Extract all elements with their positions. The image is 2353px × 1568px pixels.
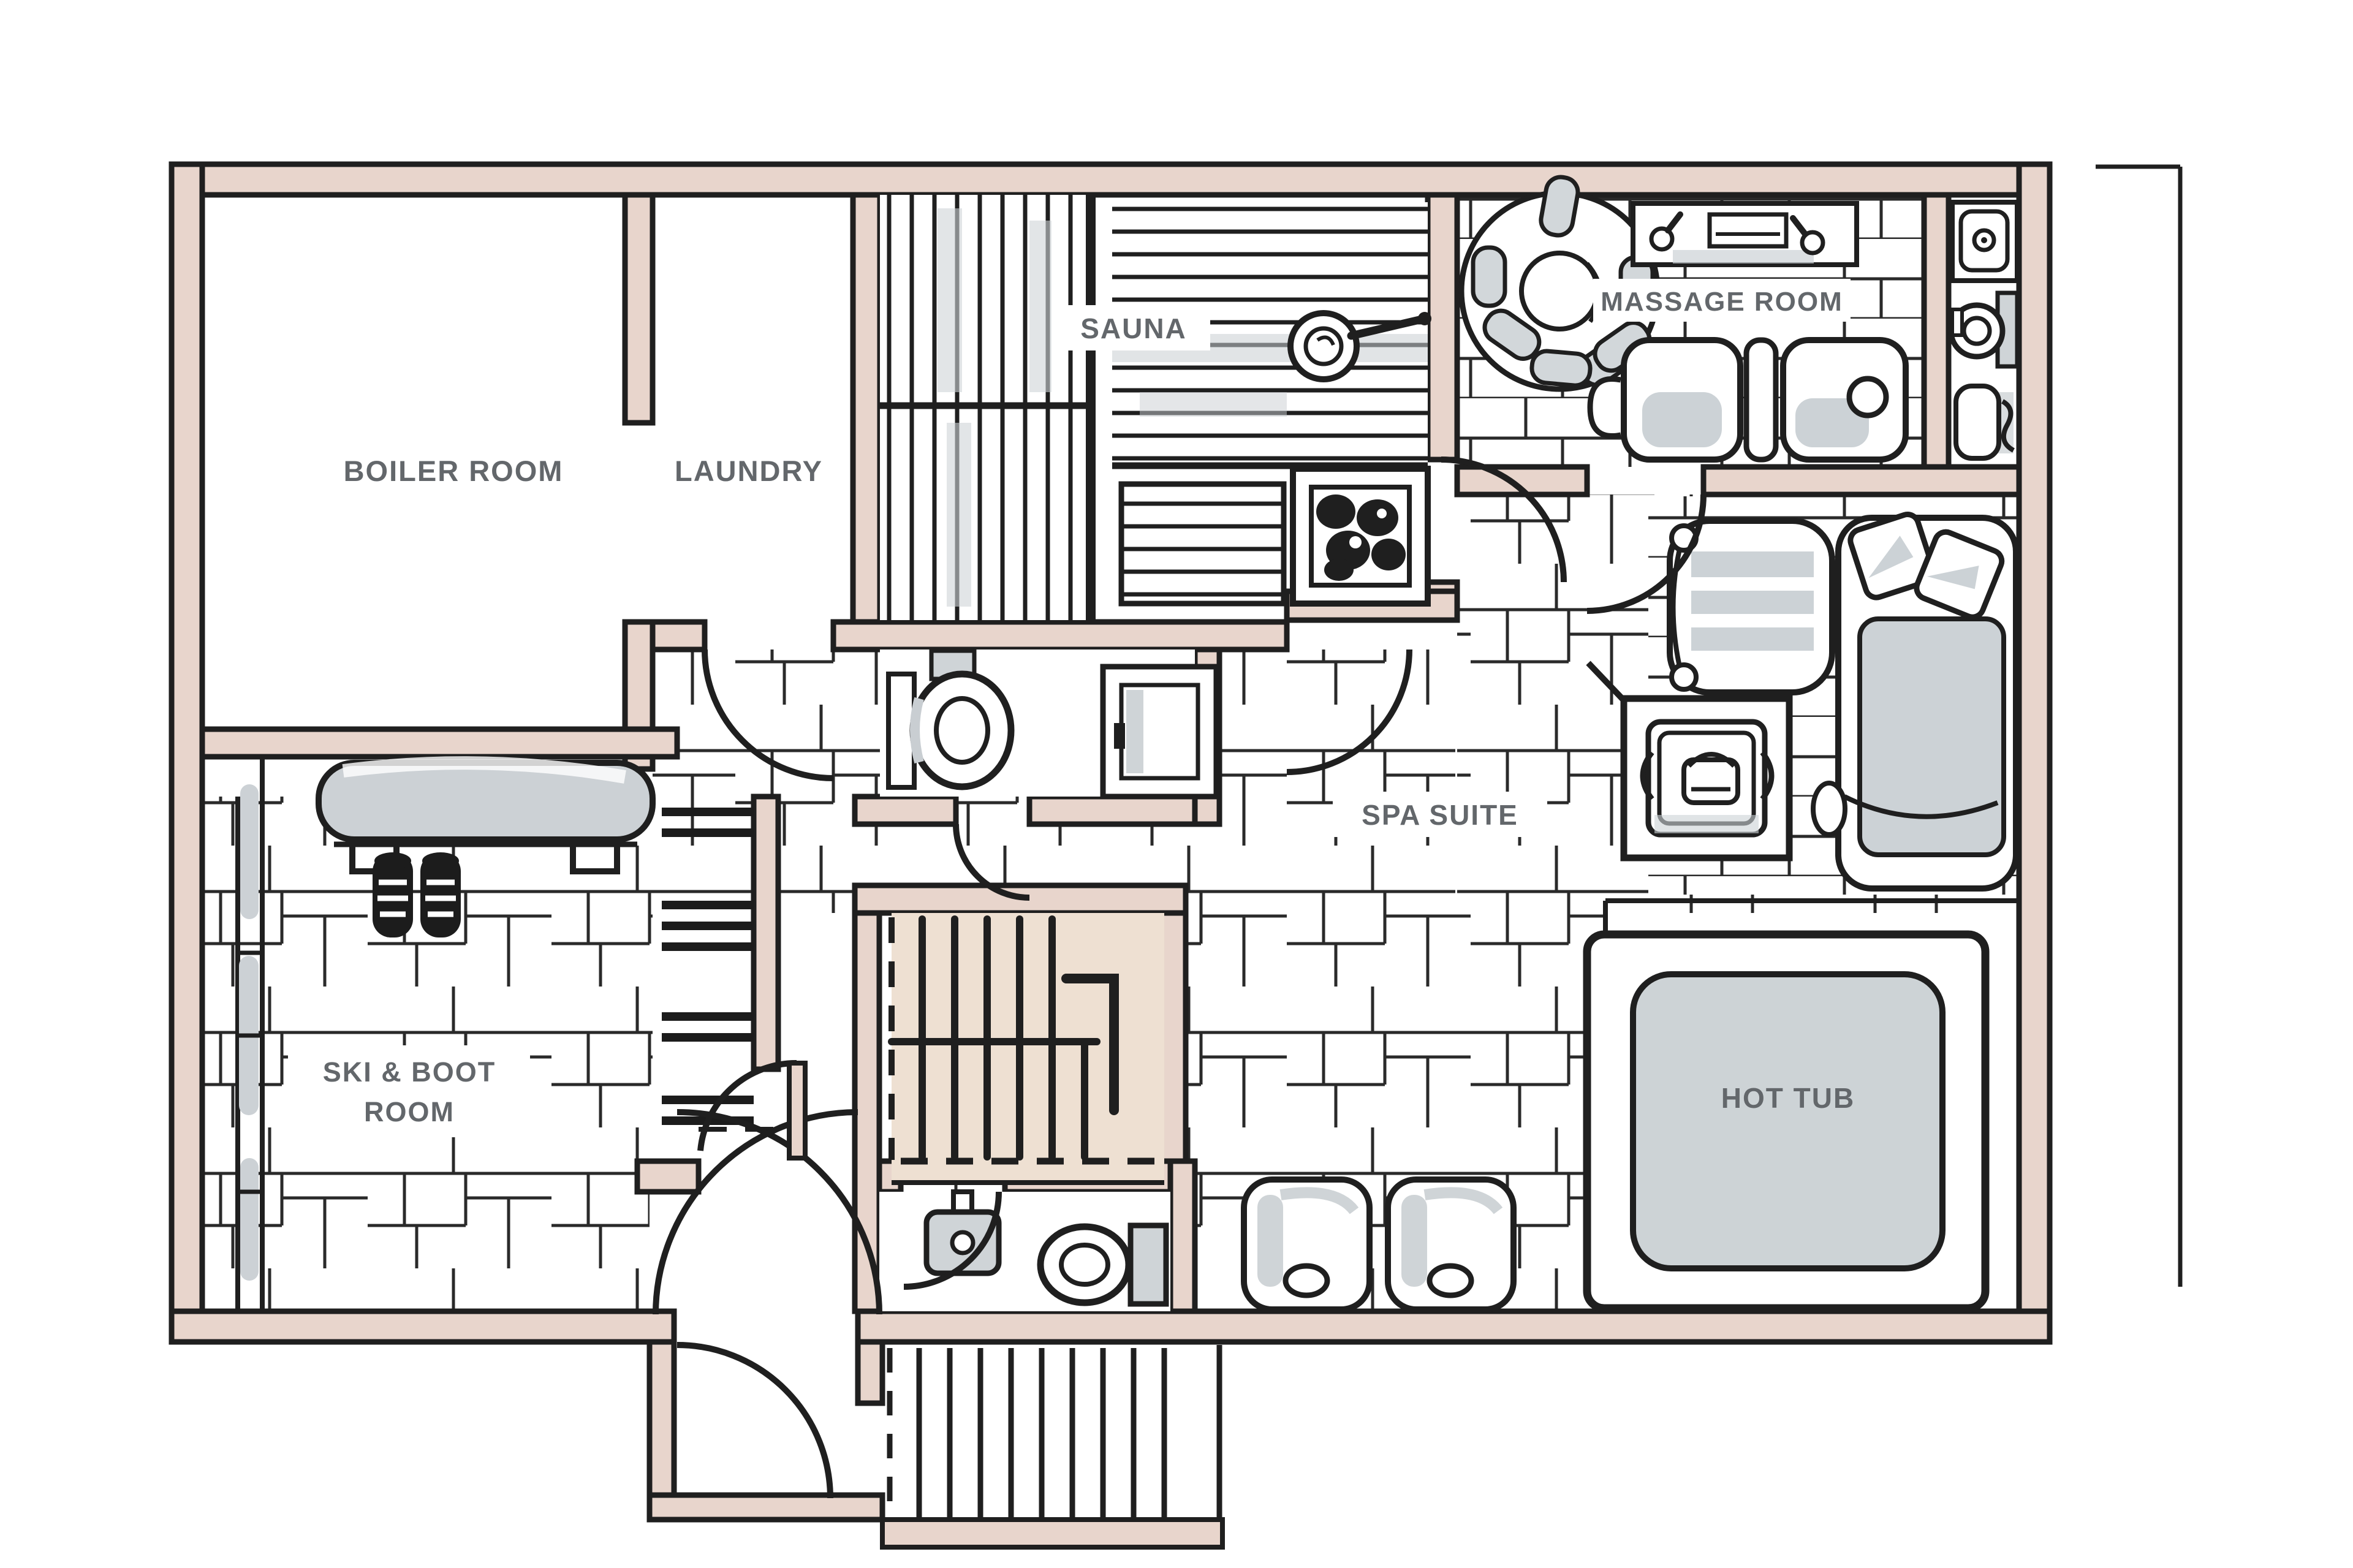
- oil-bottle-shelf-icon: [1631, 201, 1859, 267]
- wall-ski-door-stub: [634, 1158, 702, 1195]
- wall-ski-hall: [751, 793, 781, 1072]
- massage-wc-fixtures: [1948, 200, 2020, 461]
- sauna-lower-bench: [1118, 481, 1287, 607]
- wall-massage-wc: [1921, 192, 1952, 470]
- ski-boot-label-patch: [288, 1045, 530, 1137]
- spa-suite-label-patch: [1333, 792, 1547, 837]
- sauna-label-patch: [1057, 305, 1210, 350]
- wall-vestibule-south: [646, 1492, 885, 1523]
- oil-bottle-icon: [1790, 215, 1825, 256]
- wall-vestibule-east-jamb: [855, 1339, 885, 1406]
- ski-drip-channel: [235, 758, 265, 1311]
- sink-icon: [923, 1189, 1002, 1276]
- ski-rack-icon: [662, 808, 754, 1125]
- lounger-icon: [1385, 1176, 1517, 1312]
- ski-boots-icon: [373, 852, 461, 937]
- wall-laundry-anteroom: [850, 192, 883, 625]
- wall-wc-mid-south-a: [852, 793, 959, 827]
- lounger-icon: [1241, 1176, 1373, 1312]
- massage-room-label: MASSAGE ROOM: [1601, 287, 1843, 317]
- toilet-icon: [1037, 1222, 1169, 1307]
- sofa-pillow: [1914, 529, 2005, 620]
- door-swing-laundry-hall: [702, 649, 834, 781]
- ski-boot-room-label-line1: SKI & BOOT: [323, 1056, 496, 1088]
- hot-tub-basin-icon: [1583, 930, 1990, 1312]
- walls: [169, 161, 2053, 1523]
- door-swing-shower-wc: [953, 824, 1030, 901]
- hot-tub-label: HOT TUB: [1721, 1082, 1855, 1114]
- wall-massage-south-b: [1700, 464, 2022, 498]
- laundry-label: LAUNDRY: [675, 455, 823, 487]
- sauna-stove-rocks-icon: [1290, 466, 1431, 607]
- door-swing-spa-suite: [1286, 649, 1412, 775]
- door-swing-lower-wc: [903, 1191, 1002, 1290]
- sauna-label: SAUNA: [1080, 312, 1187, 344]
- wood-stove-kettle-icon: [1586, 661, 1793, 862]
- room-labels: BOILER ROOM LAUNDRY SAUNA MASSAGE ROOM S…: [288, 279, 1855, 1137]
- door-swing-massage-room: [1586, 494, 1707, 614]
- kettle-icon: [1681, 752, 1740, 805]
- wall-exterior-west: [169, 161, 205, 1345]
- ski-boot-room-label-line2: ROOM: [364, 1096, 455, 1127]
- door-leaf-ski-room: [787, 1061, 808, 1161]
- wall-boiler-ski: [199, 726, 680, 760]
- wall-boiler-laundry: [622, 192, 656, 426]
- boiler-room-label: BOILER ROOM: [344, 455, 564, 487]
- boot-bench-icon: [316, 756, 656, 874]
- interior-staircase: [888, 913, 1164, 1185]
- exterior-steps: [880, 1345, 1225, 1550]
- wall-sauna-east: [1425, 192, 1460, 463]
- page-edge-line: [2096, 164, 2183, 1287]
- oil-bottle-icon: [1649, 211, 1683, 252]
- sauna-bucket-ladle-icon: [1287, 310, 1431, 382]
- massage-table-icon: [1587, 337, 1909, 463]
- exterior-step-landing: [880, 1517, 1225, 1550]
- face-cradle: [1587, 376, 1621, 439]
- wall-exterior-south-west: [169, 1308, 677, 1345]
- wall-wc-mid-south-b: [1026, 793, 1222, 827]
- massage-room-label-patch: [1593, 279, 1851, 322]
- towel-hook-icon: [1953, 384, 2015, 461]
- shower-wc: [880, 648, 1219, 800]
- door-swing-entrance-left: [676, 1109, 882, 1315]
- spa-suite-label: SPA SUITE: [1362, 799, 1518, 831]
- bench-leg: [570, 844, 620, 874]
- toilet-icon: [1948, 290, 2020, 369]
- door-swing-vestibule: [676, 1342, 833, 1499]
- sofa-arm-roll: [1811, 781, 1847, 837]
- lower-wc: [879, 1189, 1170, 1311]
- sofa-icon: [1811, 512, 2019, 892]
- wall-exterior-south-east: [855, 1308, 2053, 1345]
- stove-handle: [1760, 751, 1775, 801]
- door-swings: [653, 456, 1707, 1499]
- wall-hall-north-a: [650, 619, 708, 653]
- wall-lower-wc-east: [1167, 1158, 1198, 1314]
- sofa-pillow: [1847, 512, 1936, 600]
- wall-exterior-north: [169, 161, 2053, 198]
- wall-stair-east: [1158, 910, 1189, 1187]
- shower-stall-icon: [1100, 664, 1219, 800]
- toilet-icon: [886, 670, 1015, 790]
- wall-hall-north-b: [830, 619, 1290, 653]
- wall-exterior-east: [2016, 161, 2053, 1345]
- door-swing-sauna: [1441, 456, 1567, 583]
- sauna-anteroom-slats: [880, 195, 1096, 620]
- door-swing-ski-room: [697, 1059, 797, 1151]
- stair-handrail: [1061, 974, 1119, 1115]
- stove-handle: [1640, 751, 1654, 801]
- door-swing-entrance-right: [653, 1109, 858, 1315]
